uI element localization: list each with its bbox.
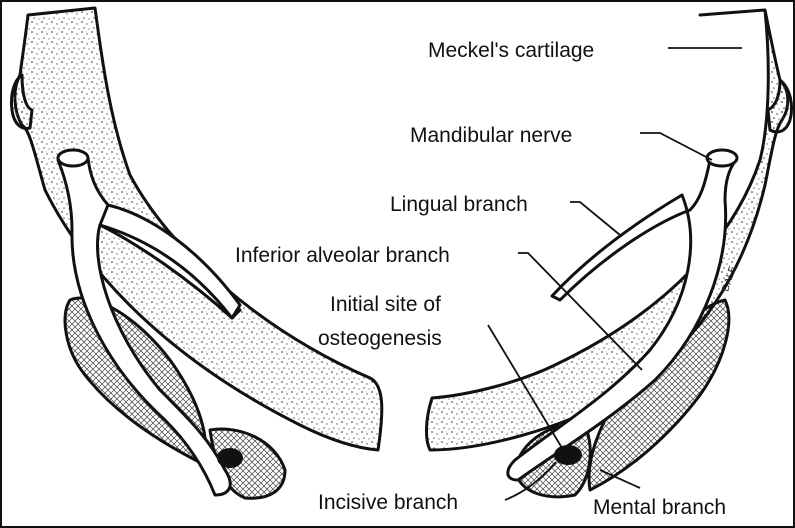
label-inferior-alveolar-branch: Inferior alveolar branch <box>235 244 450 267</box>
right-mandibular-nerve <box>506 158 738 482</box>
right-osteogenesis-site <box>554 445 582 465</box>
leader-mandibular-nerve <box>640 132 713 161</box>
right-nerve-cut-end <box>705 148 739 168</box>
label-initial-site-line2: osteogenesis <box>318 327 442 350</box>
left-lingual-branch <box>98 203 242 320</box>
left-nerve-cut-end <box>56 148 90 168</box>
label-initial-site-line1: Initial site of <box>330 293 441 316</box>
leader-initial-site <box>487 324 563 449</box>
label-meckels-cartilage: Meckel's cartilage <box>428 39 594 62</box>
leader-inferior-alveolar-branch <box>518 252 643 371</box>
leader-mental-branch <box>599 469 641 489</box>
leader-incisive-branch <box>504 461 557 501</box>
label-lingual-branch: Lingual branch <box>390 193 528 216</box>
right-cartilage-hook <box>766 78 794 134</box>
left-cartilage-hook <box>10 73 34 130</box>
label-incisive-branch: Incisive branch <box>318 491 458 514</box>
left-osteogenesis-site <box>217 448 243 468</box>
label-mandibular-nerve: Mandibular nerve <box>410 124 572 147</box>
leader-lingual-branch <box>570 201 621 236</box>
label-mental-branch: Mental branch <box>593 496 726 519</box>
